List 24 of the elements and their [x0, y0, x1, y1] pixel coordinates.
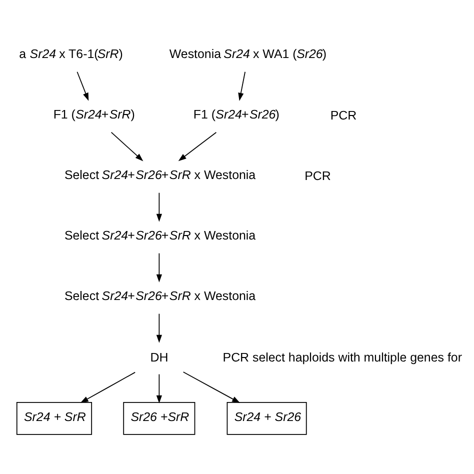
arrow: [182, 372, 240, 403]
node-text: Select Sr24+Sr26+SrR x Westonia: [64, 168, 256, 182]
arrow: [76, 71, 89, 101]
node-box: Sr26 +SrR: [123, 402, 196, 435]
arrow: [238, 71, 246, 101]
node-text: a Sr24 x T6-1(SrR): [19, 46, 123, 61]
node-text: Westonia Sr24 x WA1 (Sr26): [169, 46, 327, 61]
arrow: [156, 192, 162, 222]
node-text: F1 (Sr24+Sr26): [193, 107, 280, 122]
node-box: Sr24 + SrR: [16, 402, 92, 435]
arrow: [156, 313, 162, 343]
node-text: Select Sr24+Sr26+SrR x Westonia: [64, 228, 256, 242]
node-box: Sr24 + Sr26: [226, 402, 307, 435]
arrow: [156, 374, 162, 404]
label: PCR: [330, 108, 357, 122]
arrow: [178, 132, 217, 162]
arrow: [110, 132, 144, 162]
node-text: DH: [150, 350, 168, 364]
node-text: Select Sr24+Sr26+SrR x Westonia: [64, 288, 256, 303]
label: PCR: [304, 168, 331, 183]
arrow: [156, 252, 162, 282]
label: PCR select haploids with multiple genes for: [222, 350, 462, 364]
node-text: F1 (Sr24+SrR): [53, 107, 135, 122]
arrow: [80, 372, 136, 403]
